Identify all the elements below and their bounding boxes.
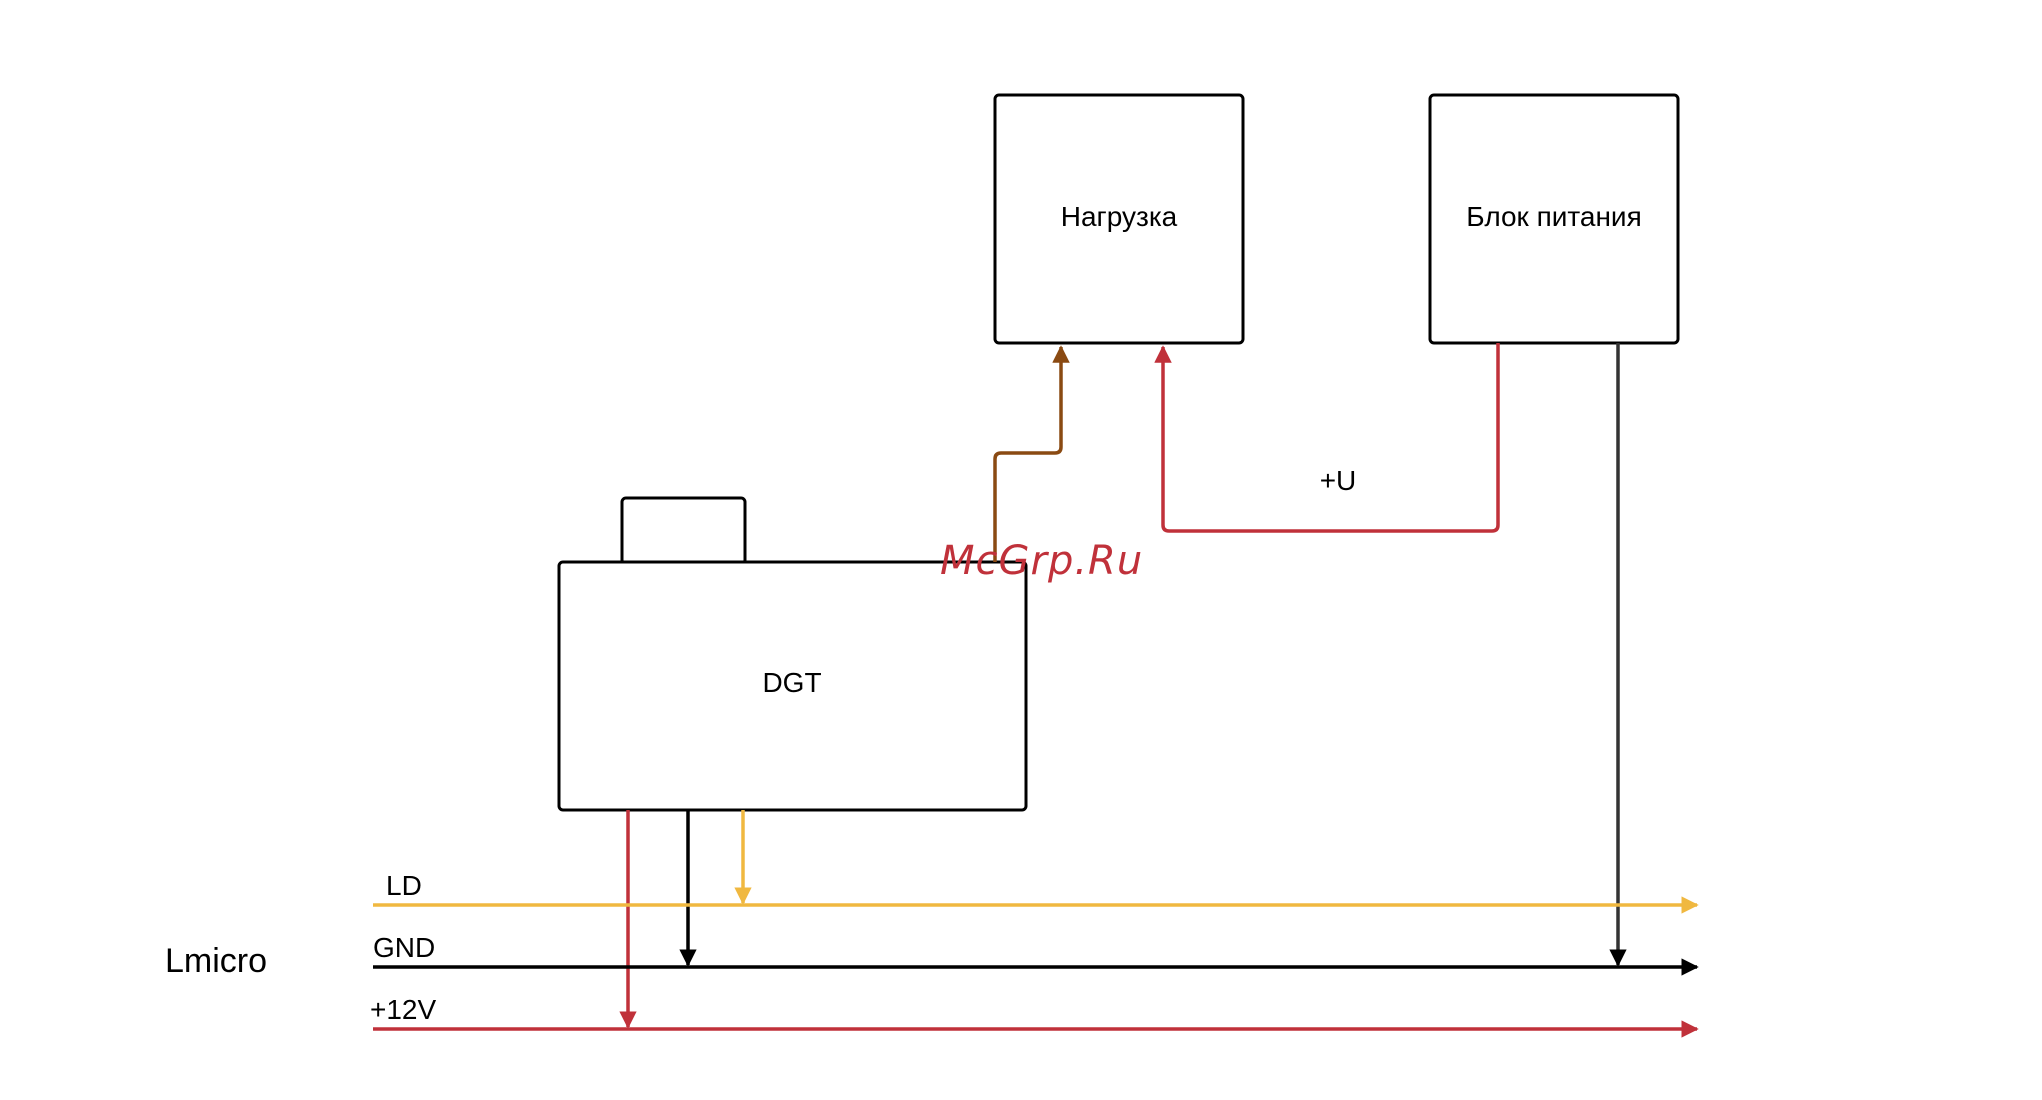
dgt-connector-tab — [622, 498, 745, 564]
load-block-label: Нагрузка — [1061, 201, 1178, 232]
bus-gnd-label: GND — [373, 932, 435, 963]
watermark-text: McGrp.Ru — [940, 538, 1143, 584]
bus-group-label: Lmicro — [165, 942, 267, 980]
wire-dgt-to-load — [995, 347, 1061, 562]
load-block: Нагрузка — [995, 95, 1243, 343]
bus-ld-label: LD — [386, 870, 422, 901]
bus-v12-label: +12V — [370, 994, 436, 1025]
wire-supply-positive — [1163, 343, 1498, 531]
dgt-block-label: DGT — [762, 667, 821, 698]
supply-voltage-label: +U — [1320, 465, 1357, 496]
power-supply-block-label: Блок питания — [1466, 201, 1641, 232]
power-supply-block: Блок питания — [1430, 95, 1678, 343]
